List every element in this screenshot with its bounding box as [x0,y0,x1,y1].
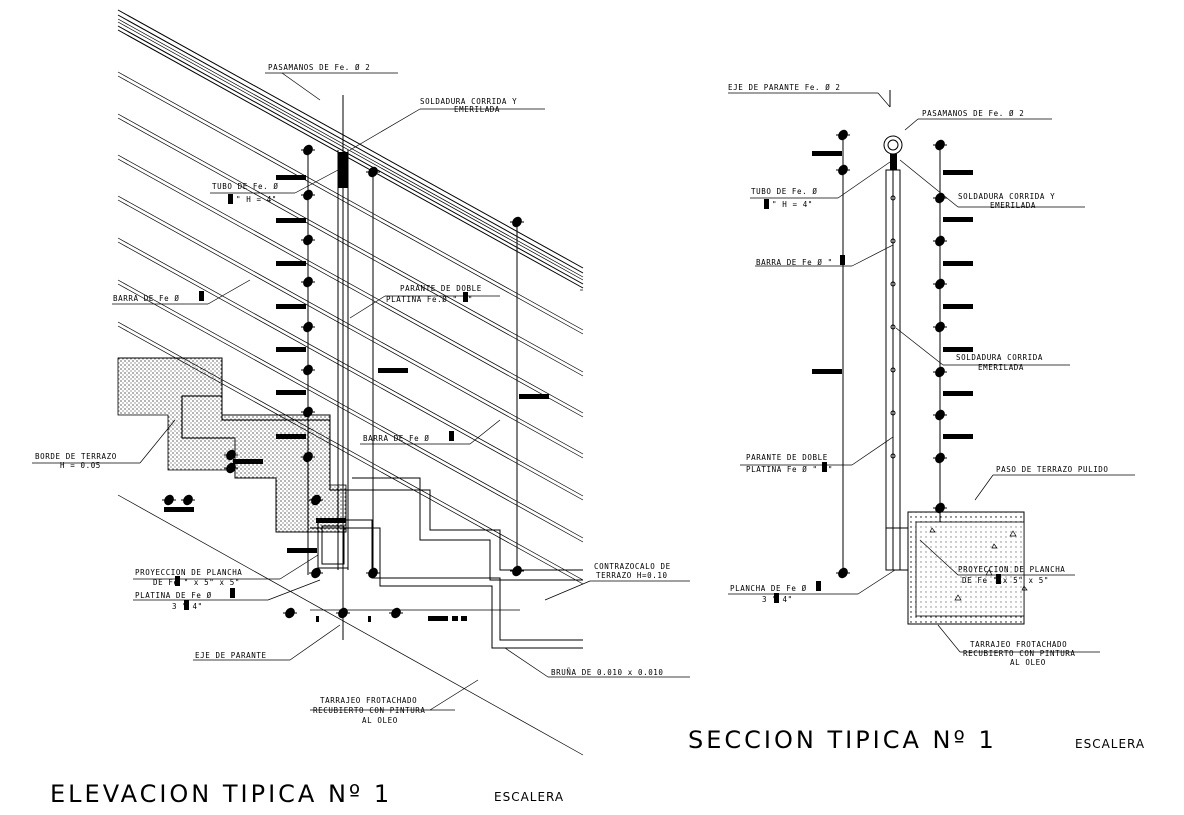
label-parante: PARANTE DE DOBLE [400,284,482,293]
stair-profile [117,357,583,649]
label-sec-plancha: PLANCHA DE Fe Ø [730,584,807,593]
label-borde-2: H = 0.05 [60,461,101,470]
label-pasamanos: PASAMANOS DE Fe. Ø 2 [268,63,370,72]
bolts [162,144,524,619]
label-soldadura-2: EMERILADA [454,105,500,114]
label-sec-tarrajeo-2: RECUBIERTO CON PINTURA [963,649,1076,658]
handrail [117,9,584,289]
label-sec-tarrajeo-3: AL OLEO [1010,658,1046,667]
label-tubo: TUBO DE Fe. Ø [212,182,279,191]
label-borde: BORDE DE TERRAZO [35,452,117,461]
label-platina: PLATINA DE Fe Ø [135,591,212,600]
label-contrazocalo: CONTRAZOCALO DE [594,562,671,571]
inclined-bars [117,71,584,756]
section-slab [885,511,1028,625]
label-tarrajeo: TARRAJEO FROTACHADO [320,696,417,705]
label-sec-barra: BARRA DE Fe Ø " [756,258,833,267]
section-leaders [728,92,1135,653]
section-bar-holes [890,195,896,459]
label-tarrajeo-3: AL OLEO [362,716,398,725]
label-sec-proyeccion: PROYECCION DE PLANCHA [958,565,1065,574]
section-subtitle: ESCALERA [1075,737,1145,751]
label-sec-tubo-2: " H = 4" [772,200,813,209]
label-parante-2: PLATINA Fe.Ø " 2" [386,295,473,304]
label-sec-proyeccion-2: DE Fe " x 5" x 5" [962,576,1049,585]
posts [307,95,520,640]
label-tubo-2: " H = 4" [236,195,277,204]
label-proyeccion: PROYECCION DE PLANCHA [135,568,242,577]
section-view: EJE DE PARANTE Fe. Ø 2 PASAMANOS DE Fe. … [688,83,1145,754]
label-sec-soldadura: SOLDADURA CORRIDA Y [958,192,1055,201]
elevation-view: PASAMANOS DE Fe. Ø 2 SOLDADURA CORRIDA Y… [32,9,690,808]
section-labels: EJE DE PARANTE Fe. Ø 2 PASAMANOS DE Fe. … [728,83,1109,667]
label-eje: EJE DE PARANTE [195,651,267,660]
label-contrazocalo-2: TERRAZO H=0.10 [596,571,668,580]
section-bolts [836,129,947,579]
label-sec-eje: EJE DE PARANTE Fe. Ø 2 [728,83,841,92]
label-proyeccion-2: DE Fe " x 5" x 5" [153,578,240,587]
label-barra-left: BARRA DE Fe Ø [113,294,180,303]
leaders [32,72,690,711]
label-sec-soldadura-2: EMERILADA [990,201,1036,210]
label-sec-tarrajeo: TARRAJEO FROTACHADO [970,640,1067,649]
label-sec-parante-2: PLATINA Fe Ø " 2" [746,465,833,474]
elevation-subtitle: ESCALERA [494,790,564,804]
elevation-labels: PASAMANOS DE Fe. Ø 2 SOLDADURA CORRIDA Y… [35,63,671,725]
label-sec-pasamanos: PASAMANOS DE Fe. Ø 2 [922,109,1024,118]
label-barra-right: BARRA DE Fe Ø [363,434,430,443]
section-title: SECCION TIPICA Nº 1 [688,726,997,754]
label-sec-soldadura-b: SOLDADURA CORRIDA [956,353,1043,362]
label-sec-paso: PASO DE TERRAZO PULIDO [996,465,1109,474]
label-sec-tubo: TUBO DE Fe. Ø [751,187,818,196]
label-tarrajeo-2: RECUBIERTO CON PINTURA [313,706,426,715]
label-soldadura: SOLDADURA CORRIDA Y [420,97,517,106]
elevation-title: ELEVACION TIPICA Nº 1 [50,780,392,808]
label-bruna: BRUÑA DE 0.010 x 0.010 [551,668,664,677]
label-sec-soldadura-b2: EMERILADA [978,363,1024,372]
label-sec-parante: PARANTE DE DOBLE [746,453,828,462]
bar-sections [164,175,549,622]
